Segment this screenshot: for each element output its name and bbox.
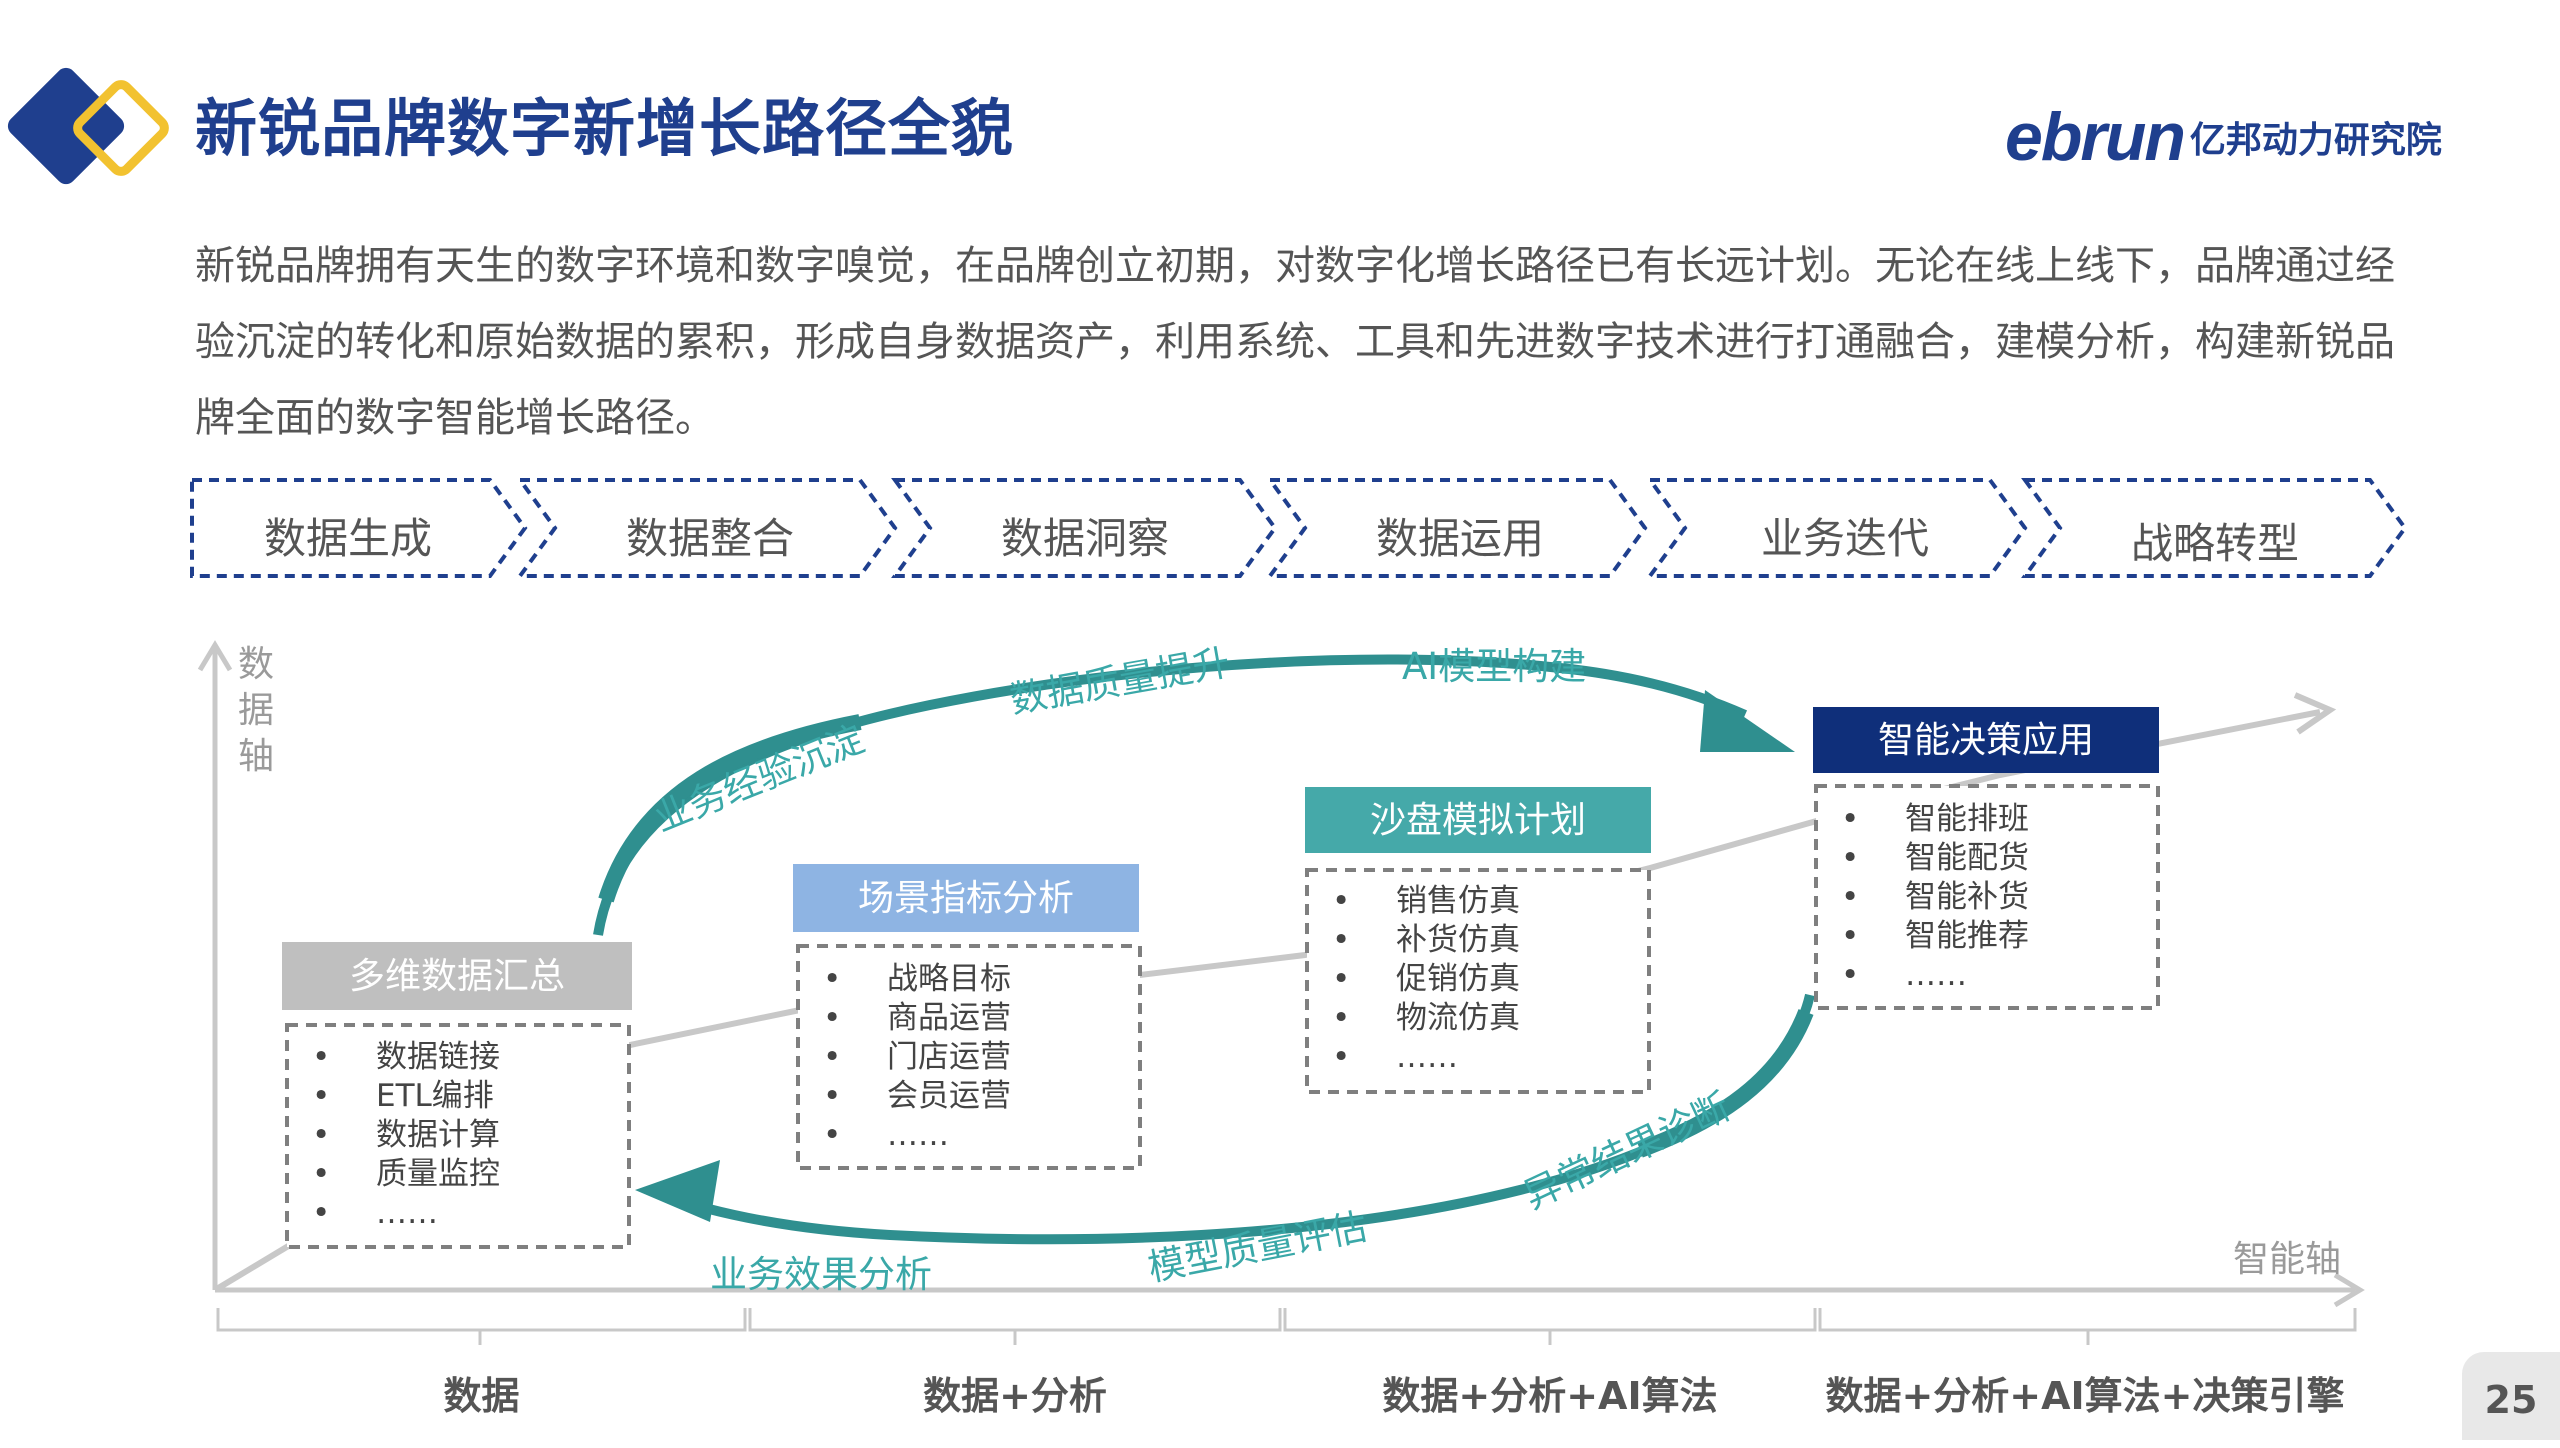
- list-item: •智能推荐: [1819, 917, 2029, 956]
- bottom-cycle-arrow-accent: [1637, 1009, 1814, 1158]
- list-item: •……: [1310, 1038, 1520, 1077]
- stage-chevrons: [190, 478, 2408, 578]
- bullet-icon: •: [1841, 840, 1860, 876]
- bullet-icon: •: [823, 1117, 842, 1153]
- stage-chevron-6: [2021, 478, 2408, 578]
- bottom-cycle-arrowhead: [635, 1160, 720, 1222]
- box-frame-1: [285, 1023, 631, 1249]
- bullet-icon: •: [312, 1078, 331, 1114]
- list-item: •促销仿真: [1310, 960, 1520, 999]
- page-title: 新锐品牌数字新增长路径全貌: [195, 92, 1015, 165]
- stage-label-4: 数据运用: [1375, 514, 1544, 563]
- bullet-icon: •: [312, 1039, 331, 1075]
- list-item: •智能配货: [1819, 839, 2029, 878]
- box-title-1: 多维数据汇总: [348, 956, 565, 997]
- box-title-3: 沙盘模拟计划: [1369, 800, 1586, 841]
- page-number: 25: [2462, 1352, 2560, 1440]
- bullet-icon: •: [1332, 1000, 1351, 1036]
- bullet-icon: •: [312, 1117, 331, 1153]
- stage-chevron-5: [1646, 478, 2028, 578]
- vertical-axis-label: 数据轴: [238, 644, 275, 777]
- box-frame-2: [796, 944, 1142, 1170]
- bullet-icon: •: [823, 1000, 842, 1036]
- stage-chevron-4: [1266, 478, 1648, 578]
- box-header-3: [1305, 787, 1651, 853]
- phase-label-4: 数据+分析+AI算法+决策引擎: [1825, 1374, 2345, 1418]
- horizontal-axis-arrowhead: [2333, 1272, 2365, 1308]
- list-item: •补货仿真: [1310, 921, 1520, 960]
- box-title-2: 场景指标分析: [857, 878, 1074, 919]
- bullet-icon: •: [1841, 957, 1860, 993]
- box-list-4: •智能排班 •智能配货 •智能补货 •智能推荐 •……: [1819, 800, 2029, 995]
- bullet-icon: •: [312, 1195, 331, 1231]
- box-title-4: 智能决策应用: [1877, 720, 2094, 761]
- bullet-icon: •: [823, 1078, 842, 1114]
- box-header-4: [1813, 707, 2159, 773]
- bullet-icon: •: [1332, 1039, 1351, 1075]
- stage-label-5: 业务迭代: [1760, 514, 1929, 563]
- bullet-icon: •: [1332, 922, 1351, 958]
- box-frames: [285, 784, 2160, 1249]
- top-cycle-arrow-accent: [598, 714, 862, 903]
- list-item: •物流仿真: [1310, 999, 1520, 1038]
- list-item: •……: [290, 1194, 500, 1233]
- bullet-icon: •: [1841, 879, 1860, 915]
- list-item: •门店运营: [801, 1038, 1011, 1077]
- box-list-1: •数据链接 •ETL编排 •数据计算 •质量监控 •……: [290, 1038, 500, 1233]
- logo-brand: ebrun: [2005, 99, 2186, 175]
- bullet-icon: •: [1841, 918, 1860, 954]
- list-item: •销售仿真: [1310, 882, 1520, 921]
- list-item: •智能补货: [1819, 878, 2029, 917]
- flow-label-ai-model: AI模型构建: [1402, 645, 1587, 688]
- bullet-icon: •: [823, 961, 842, 997]
- axes: [197, 640, 2365, 1308]
- list-item: •商品运营: [801, 999, 1011, 1038]
- list-item: •……: [1819, 956, 2029, 995]
- stage-label-3: 数据洞察: [1000, 514, 1169, 563]
- box-frame-3: [1305, 868, 1651, 1094]
- list-item: •战略目标: [801, 960, 1011, 999]
- box-list-2: •战略目标 •商品运营 •门店运营 •会员运营 •……: [801, 960, 1011, 1155]
- list-item: •会员运营: [801, 1077, 1011, 1116]
- growth-line-arrowhead: [2293, 692, 2337, 735]
- box-header-2: [793, 864, 1139, 932]
- phase-label-2: 数据+分析: [923, 1374, 1107, 1418]
- logo-org: 亿邦动力研究院: [2189, 120, 2442, 161]
- list-item: •ETL编排: [290, 1077, 500, 1116]
- phase-label-3: 数据+分析+AI算法: [1382, 1374, 1718, 1418]
- bullet-icon: •: [1332, 883, 1351, 919]
- box-list-3: •销售仿真 •补货仿真 •促销仿真 •物流仿真 •……: [1310, 882, 1520, 1077]
- stage-label-2: 数据整合: [625, 514, 794, 563]
- intro-paragraph: 新锐品牌拥有天生的数字环境和数字嗅觉，在品牌创立初期，对数字化增长路径已有长远计…: [195, 243, 2395, 441]
- box-frame-4: [1814, 784, 2160, 1010]
- stage-label-1: 数据生成: [263, 514, 432, 563]
- list-item: •数据链接: [290, 1038, 500, 1077]
- stage-chevron-3: [891, 478, 1278, 578]
- list-item: •……: [801, 1116, 1011, 1155]
- bullet-icon: •: [1332, 961, 1351, 997]
- list-item: •数据计算: [290, 1116, 500, 1155]
- bullet-icon: •: [1841, 801, 1860, 837]
- list-item: •质量监控: [290, 1155, 500, 1194]
- top-cycle-arrowhead: [1700, 690, 1795, 752]
- box-headers: [282, 707, 2159, 1010]
- horizontal-axis-label: 智能轴: [2233, 1239, 2342, 1280]
- stage-chevron-2: [516, 478, 898, 578]
- corner-diamond-icon: [7, 67, 169, 185]
- box-header-1: [282, 942, 632, 1010]
- bullet-icon: •: [823, 1039, 842, 1075]
- flow-label-business-effect: 业务效果分析: [710, 1253, 932, 1296]
- vertical-axis-arrowhead: [197, 640, 233, 672]
- list-item: •智能排班: [1819, 800, 2029, 839]
- phase-label-1: 数据: [443, 1374, 520, 1418]
- stage-label-6: 战略转型: [2130, 519, 2299, 568]
- phase-brackets: [216, 1308, 2357, 1345]
- bullet-icon: •: [312, 1156, 331, 1192]
